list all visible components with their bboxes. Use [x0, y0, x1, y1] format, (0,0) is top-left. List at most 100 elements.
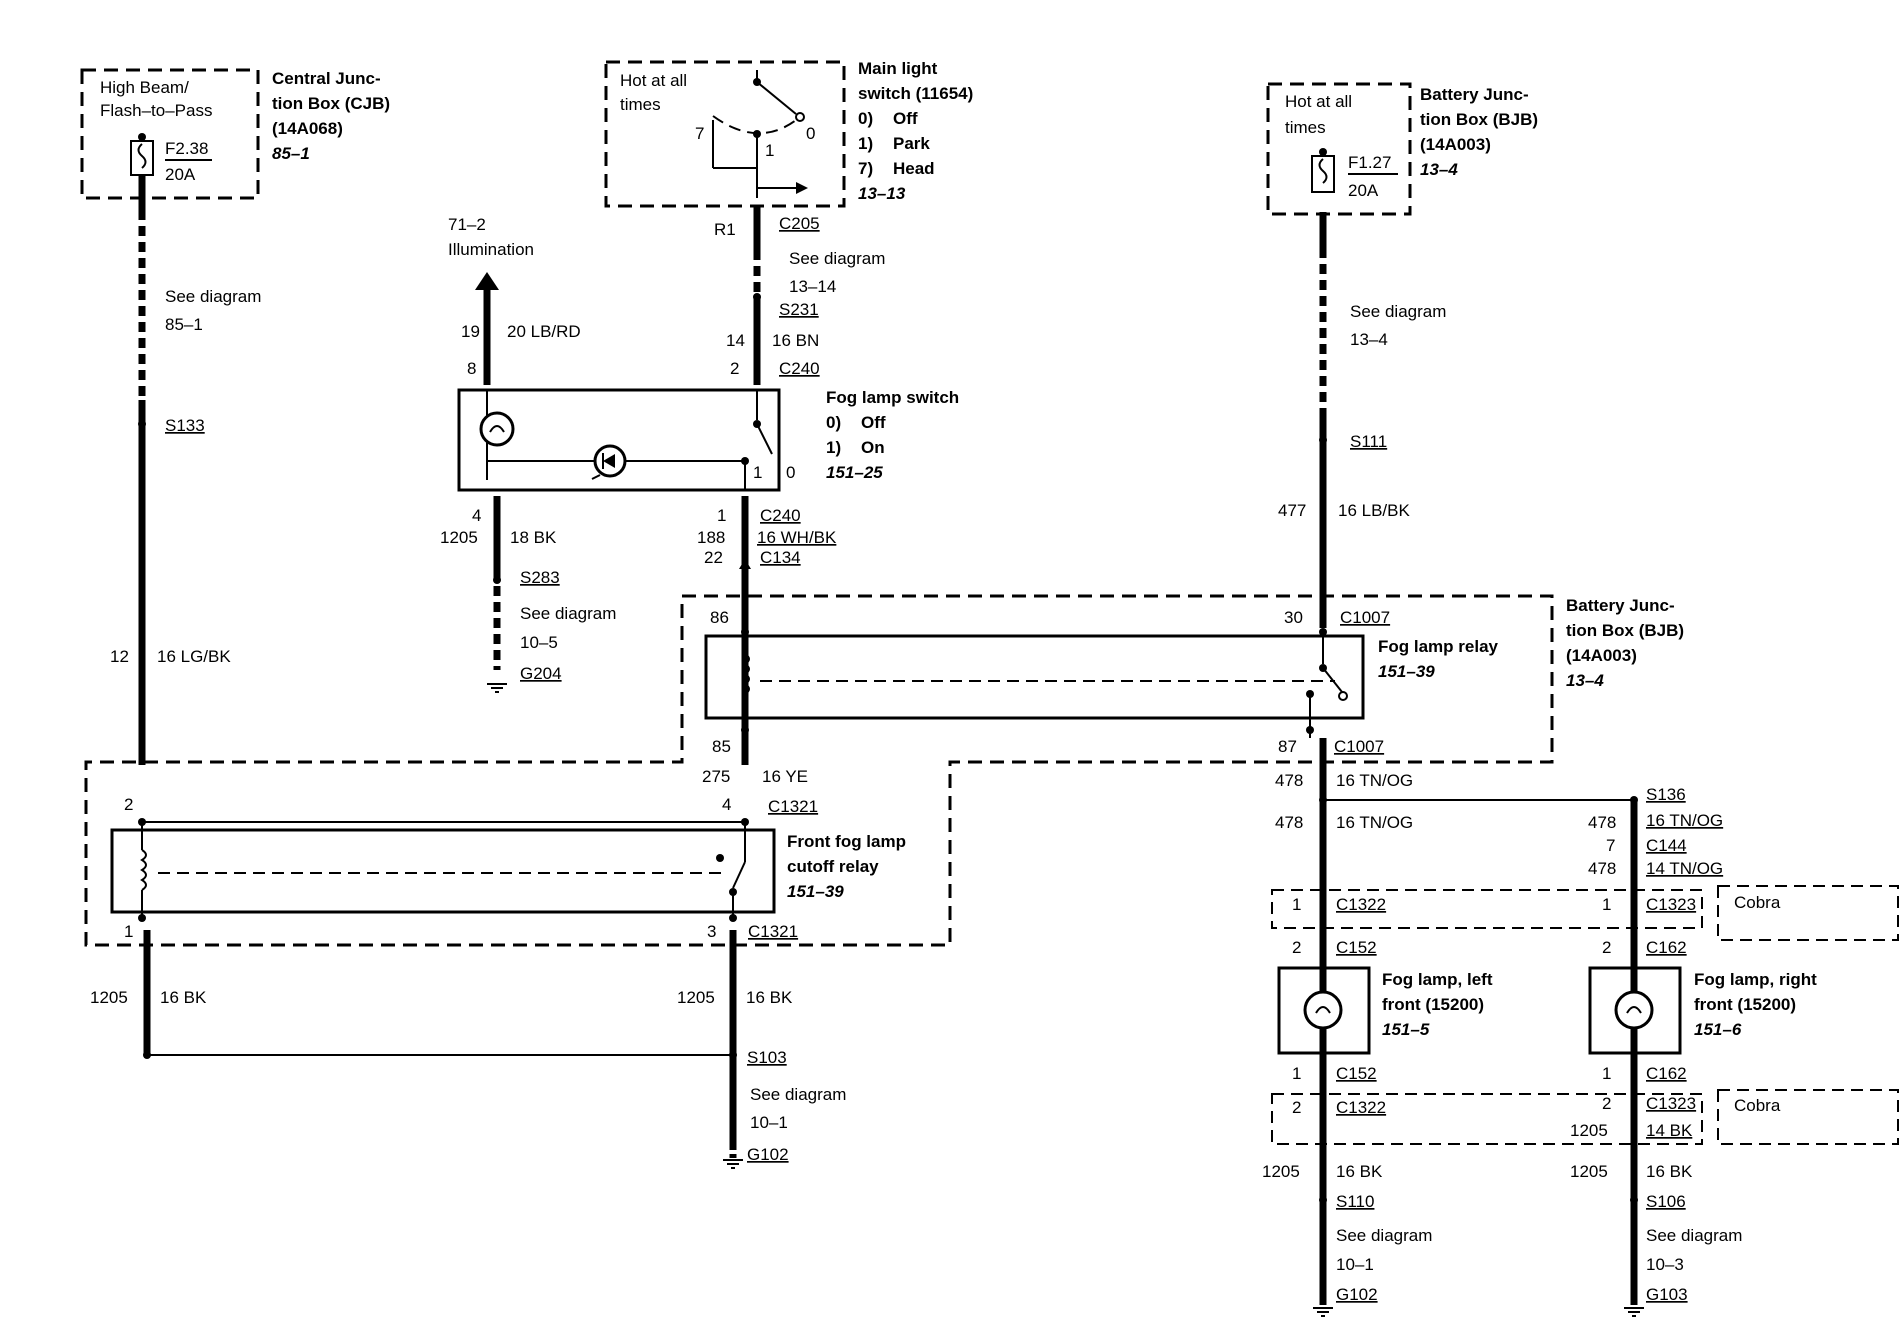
main-opt1: Park: [893, 134, 930, 153]
right-pin-1: 1: [1602, 1064, 1611, 1083]
fog-switch-pin-left: 8: [467, 359, 476, 378]
fog-switch-ref: 151–25: [826, 463, 883, 482]
cobra-box-2: [1717, 1089, 1899, 1145]
right-pin-2: 2: [1602, 938, 1611, 957]
lamp-icon: [1614, 990, 1654, 1030]
connector-c1007-top: C1007: [1340, 608, 1390, 627]
fog-switch-wire-right-circuit: 188: [697, 528, 725, 547]
cjb-fuse-title-2: Flash–to–Pass: [100, 101, 212, 120]
right-c144-pin: 7: [1606, 836, 1615, 855]
right-see-1: See diagram: [1646, 1226, 1742, 1245]
relay-bjb-name-1: Battery Junc-: [1566, 596, 1675, 615]
left-wire-top: 16 TN/OG: [1336, 771, 1413, 790]
main-ref: 13–13: [858, 184, 906, 203]
cobra-connector-row-2: [1271, 1093, 1703, 1145]
left-ref: 151–5: [1382, 1020, 1430, 1039]
cutoff-name-1: Front fog lamp: [787, 832, 906, 851]
cutoff-circuit: 275: [702, 767, 730, 786]
right-c1323-pin: 1: [1602, 895, 1611, 914]
left-pin-1: 1: [1292, 1064, 1301, 1083]
splice-s106: S106: [1646, 1192, 1686, 1211]
right-circuit-14bk: 1205: [1570, 1121, 1608, 1140]
lamp-icon: [479, 411, 515, 447]
right-wire-14bk: 14 BK: [1646, 1121, 1693, 1140]
relay-bjb-ref: 13–4: [1566, 671, 1604, 690]
left-circuit-bk: 1205: [1262, 1162, 1300, 1181]
fog-switch-name: Fog lamp switch: [826, 388, 959, 407]
main-pos-1: 1: [765, 141, 774, 160]
cutoff-pin-3: 3: [707, 922, 716, 941]
left-wire: 16 TN/OG: [1336, 813, 1413, 832]
relay-pin-85: 85: [712, 737, 731, 756]
illumination-label: Illumination: [448, 240, 534, 259]
ground-wire-b: 16 BK: [746, 988, 793, 1007]
lamp-icon: [1303, 990, 1343, 1030]
cobra-connector-row-1: [1271, 889, 1703, 929]
cobra-box-1: [1717, 885, 1899, 941]
cjb-part: (14A068): [272, 119, 343, 138]
main-opt0-num: 0): [858, 109, 873, 128]
ground-see-2: 10–1: [750, 1113, 788, 1132]
right-circuit-2: 478: [1588, 859, 1616, 878]
fog-switch-opt0-num: 0): [826, 413, 841, 432]
fog-switch-see-1: See diagram: [520, 604, 616, 623]
left-pin-2: 2: [1292, 938, 1301, 957]
main-hot-2: times: [620, 95, 661, 114]
cutoff-ref: 151–39: [787, 882, 844, 901]
cjb-fuse-id: F2.38: [165, 139, 208, 158]
bjb-ref: 13–4: [1420, 160, 1458, 179]
main-name-1: Main light: [858, 59, 938, 78]
cjb-fuse-amp: 20A: [165, 165, 196, 184]
connector-c1323-top: C1323: [1646, 895, 1696, 914]
connector-c162-bottom: C162: [1646, 1064, 1687, 1083]
right-wire-2: 14 TN/OG: [1646, 859, 1723, 878]
left-see-1: See diagram: [1336, 1226, 1432, 1245]
relay-ref: 151–39: [1378, 662, 1435, 681]
bjb-name-2: tion Box (BJB): [1420, 110, 1538, 129]
fog-switch-pin-bottom-left: 4: [472, 506, 481, 525]
bjb-relay-enclosure: [84, 594, 1554, 947]
main-opt7: Head: [893, 159, 935, 178]
ground-g102-left-lamp: G102: [1336, 1285, 1378, 1304]
connector-c240-bottom: C240: [760, 506, 801, 525]
splice-s136: S136: [1646, 785, 1686, 804]
main-light-switch: Hot at all times 7 0 1 Main light switch…: [604, 59, 973, 208]
fog-switch-opt1: On: [861, 438, 885, 457]
splice-s103: S103: [747, 1048, 787, 1067]
central-junction-box: High Beam/ Flash–to–Pass F2.38 20A Centr…: [80, 68, 390, 200]
relay-pin-86: 86: [710, 608, 729, 627]
main-wire-code: R1: [714, 220, 736, 239]
connector-c1323-bottom: C1323: [1646, 1094, 1696, 1113]
bjb-fuse-amp: 20A: [1348, 181, 1379, 200]
splice-s111: S111: [1350, 432, 1387, 451]
right-wire: 16 TN/OG: [1646, 811, 1723, 830]
right-wire-bk: 16 BK: [1646, 1162, 1693, 1181]
battery-junction-box-top: Hot at all times F1.27 20A Battery Junc-…: [1266, 82, 1538, 216]
splice-s283: S283: [520, 568, 560, 587]
ground-circuit-b: 1205: [677, 988, 715, 1007]
left-c1322-pin: 1: [1292, 895, 1301, 914]
fog-switch-wire-left: 18 BK: [510, 528, 557, 547]
cjb-pin: 12: [110, 647, 129, 666]
fog-switch-wire-right: 16 WH/BK: [757, 528, 837, 547]
cjb-fuse-title-1: High Beam/: [100, 78, 189, 97]
cjb-name-1: Central Junc-: [272, 69, 381, 88]
fog-switch-see-2: 10–5: [520, 633, 558, 652]
fog-lamp-right: [1588, 966, 1682, 1055]
bjb-see-2: 13–4: [1350, 330, 1388, 349]
main-pos-7: 7: [695, 124, 704, 143]
right-name-1: Fog lamp, right: [1694, 970, 1817, 989]
relay-name: Fog lamp relay: [1378, 637, 1499, 656]
connector-c1321-top: C1321: [768, 797, 818, 816]
ground-icon: [1313, 1307, 1333, 1317]
fuse-icon: [1311, 155, 1335, 193]
fog-switch-pin-right: 2: [730, 359, 739, 378]
left-name-1: Fog lamp, left: [1382, 970, 1493, 989]
cutoff-name-2: cutoff relay: [787, 857, 879, 876]
illumination-ref: 71–2: [448, 215, 486, 234]
main-pos-0: 0: [806, 124, 815, 143]
connector-c144: C144: [1646, 836, 1687, 855]
connector-c1321-bottom: C1321: [748, 922, 798, 941]
fog-switch-pin-c134: 22: [704, 548, 723, 567]
